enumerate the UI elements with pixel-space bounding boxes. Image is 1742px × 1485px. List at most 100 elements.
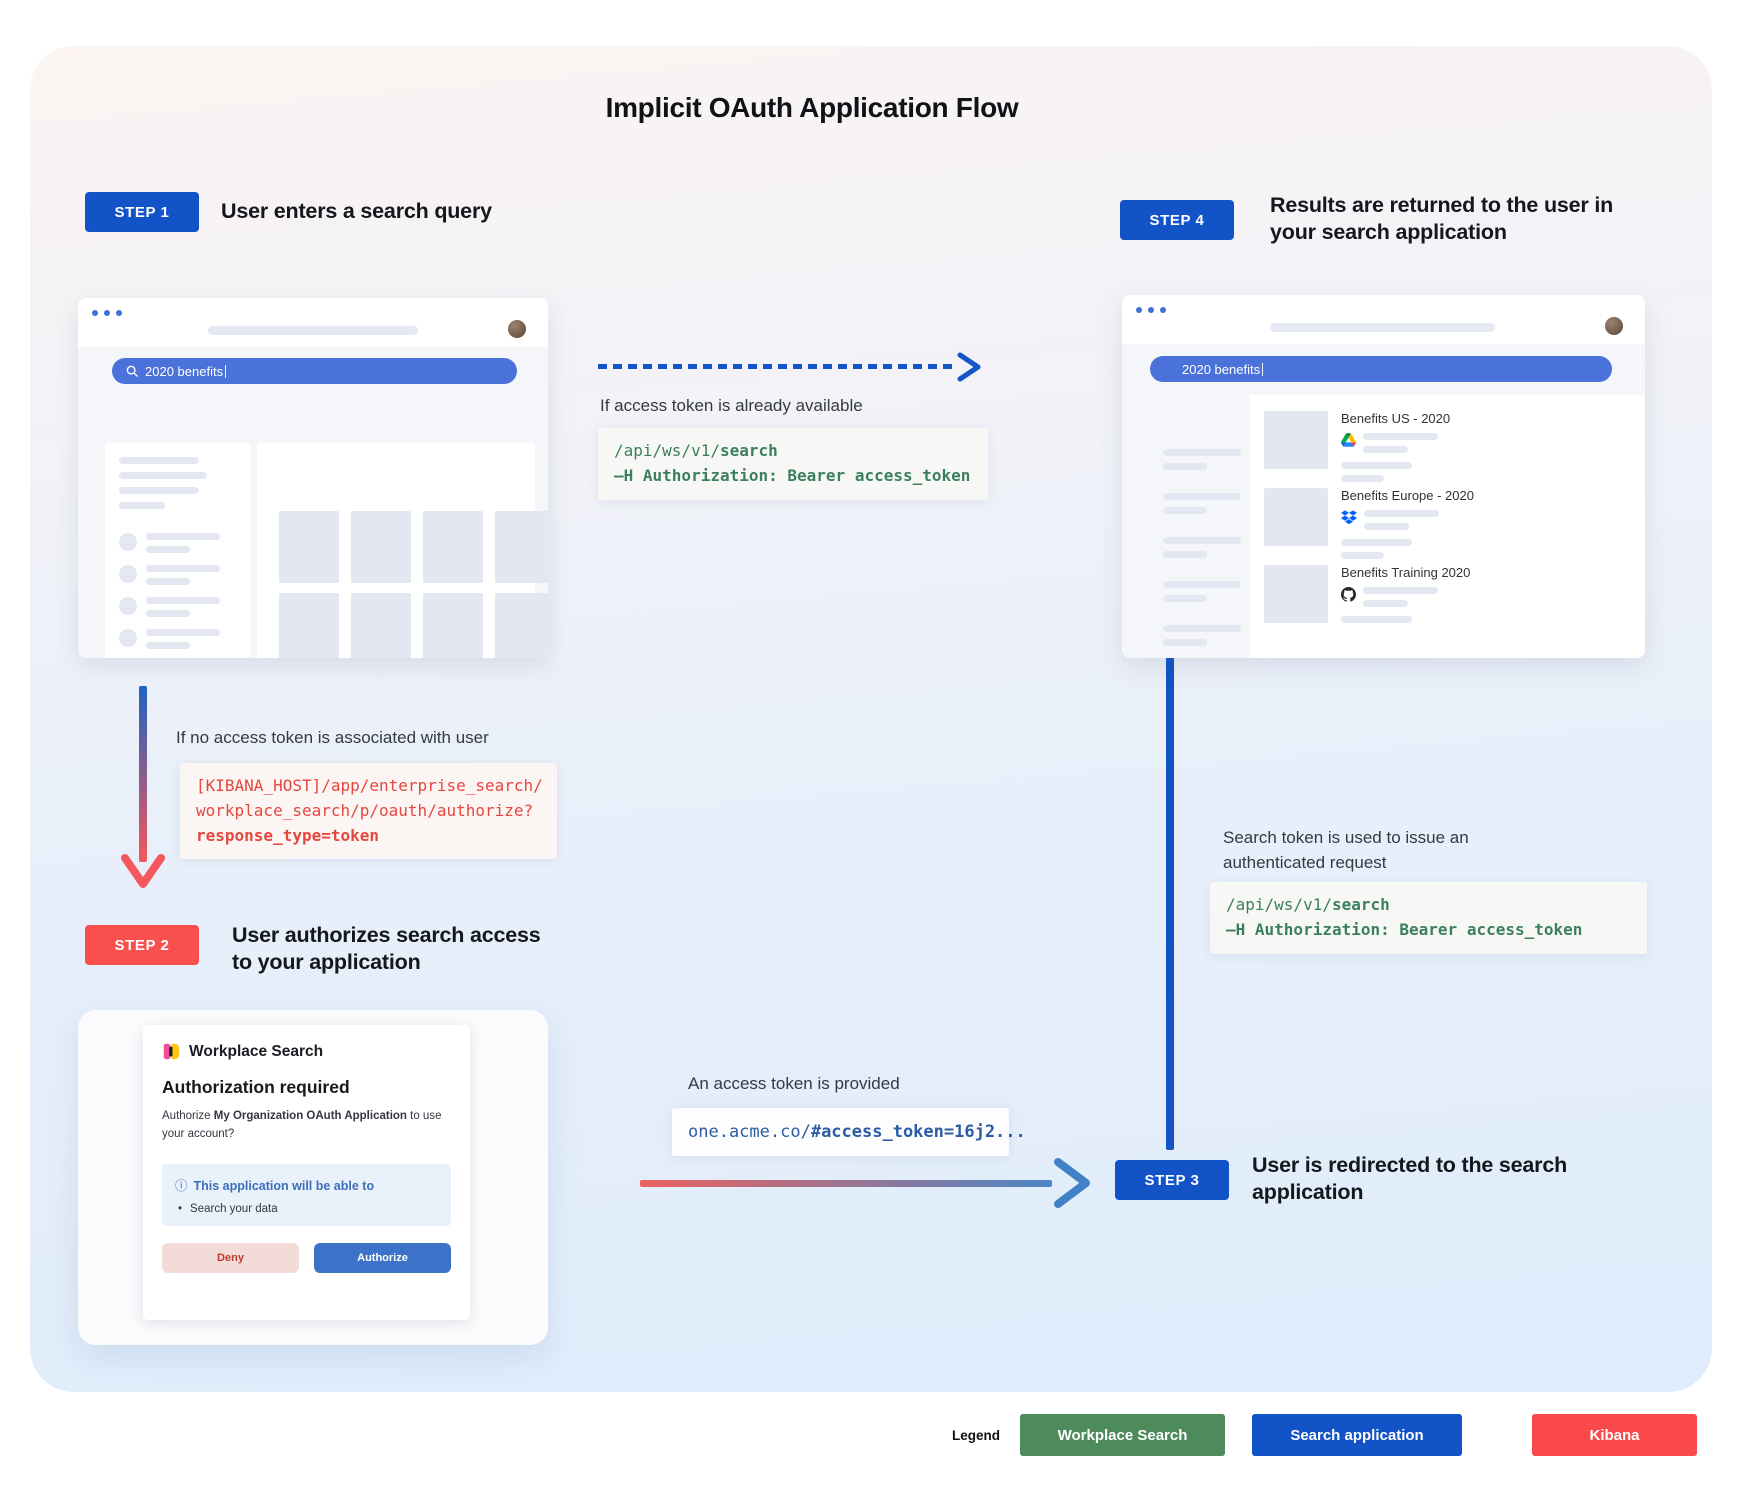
step-1-badge: STEP 1 (85, 192, 199, 232)
arrow-right-head (1054, 1158, 1090, 1208)
bullet-icon: • (178, 1202, 183, 1215)
code-text: /api/ws/v1/ (614, 441, 720, 460)
sidebar-skeleton (1163, 449, 1241, 646)
result-thumbnail (1264, 565, 1328, 623)
step-1-heading: User enters a search query (221, 199, 492, 223)
step-2-heading: User authorizes search access to your ap… (232, 923, 541, 974)
legend-item-kibana: Kibana (1532, 1414, 1697, 1456)
legend-item-workplace-search: Workplace Search (1020, 1414, 1225, 1456)
window-dot-icon (92, 310, 98, 316)
window-dot-icon (116, 310, 122, 316)
placeholder-line (1163, 463, 1207, 470)
oauth-app-name: My Organization OAuth Application (213, 1110, 407, 1122)
step-2-badge: STEP 2 (85, 925, 199, 965)
annotation-authenticated-request: Search token is used to issue an authent… (1223, 828, 1469, 872)
placeholder-tile (495, 593, 548, 658)
code-text-bold: –H Authorization: Bearer access_token (614, 465, 971, 485)
url-bar (1270, 323, 1495, 332)
auth-dialog-body: Authorize My Organization OAuth Applicat… (162, 1107, 451, 1144)
arrow-down-shaft (139, 686, 147, 862)
step-4-badge-label: STEP 4 (1149, 211, 1205, 229)
legend-label: Legend (952, 1428, 1001, 1443)
legend-item-search-application: Search application (1252, 1414, 1462, 1456)
placeholder-line (1341, 616, 1412, 623)
placeholder-line (1163, 537, 1241, 544)
window-dot-icon (1148, 307, 1154, 313)
placeholder-tile (495, 511, 548, 583)
step-3-badge: STEP 3 (1115, 1160, 1229, 1200)
search-query-text: 2020 benefits (1182, 361, 1261, 377)
browser-mockup-search: 2020 benefits (78, 298, 548, 658)
search-input[interactable]: 2020 benefits (112, 358, 517, 384)
placeholder-line (1163, 639, 1207, 646)
step-2-badge-label: STEP 2 (114, 936, 170, 954)
placeholder-line (1341, 475, 1384, 482)
code-redirect-url: one.acme.co/#access_token=16j2... (672, 1108, 1026, 1157)
google-drive-icon (1341, 433, 1356, 447)
workplace-search-brand: Workplace Search (162, 1042, 451, 1061)
avatar (1605, 317, 1623, 335)
result-row[interactable]: Benefits Training 2020 (1264, 565, 1470, 623)
code-text-bold: #access_token=16j2... (810, 1122, 1026, 1142)
placeholder-line (1163, 507, 1207, 514)
search-input[interactable]: 2020 benefits (1150, 356, 1612, 382)
search-query-text: 2020 benefits (145, 363, 224, 379)
code-text-bold: –H Authorization: Bearer access_token (1226, 919, 1583, 939)
skeleton-list-item (119, 597, 236, 617)
result-row[interactable]: Benefits US - 2020 (1264, 411, 1450, 482)
result-row[interactable]: Benefits Europe - 2020 (1264, 488, 1474, 559)
browser-chrome (78, 298, 548, 347)
window-dot-icon (1136, 307, 1142, 313)
result-title: Benefits Europe - 2020 (1341, 488, 1474, 503)
scope-label: Search your data (190, 1202, 278, 1215)
code-kibana-authorize: [KIBANA_HOST]/app/enterprise_search/ wor… (180, 763, 557, 860)
placeholder-line (1163, 551, 1207, 558)
annotation-token-provided: An access token is provided (688, 1074, 900, 1093)
deny-button[interactable]: Deny (162, 1242, 299, 1273)
browser-chrome (1122, 295, 1645, 344)
info-icon: ⓘ (175, 1178, 188, 1193)
code-text-bold: search (719, 441, 778, 460)
placeholder-line (1163, 493, 1241, 500)
placeholder-circle (119, 629, 137, 647)
placeholder-line (119, 457, 199, 464)
github-icon (1341, 587, 1356, 602)
placeholder-line (1341, 462, 1412, 469)
dotted-arrow-head (957, 352, 981, 382)
placeholder-line (119, 472, 207, 479)
placeholder-tile (351, 593, 411, 658)
placeholder-line (1163, 595, 1207, 602)
code-search-api-2: /api/ws/v1/search –H Authorization: Bear… (1210, 882, 1647, 954)
placeholder-tile (423, 593, 483, 658)
arrow-right-shaft (640, 1180, 1052, 1187)
workplace-search-logo-icon (163, 1043, 180, 1060)
placeholder-line (1163, 449, 1241, 456)
step-3-heading: User is redirected to the search applica… (1252, 1153, 1568, 1204)
placeholder-tile (279, 593, 339, 658)
code-text: one.acme.co/ (688, 1122, 811, 1142)
placeholder-line (119, 502, 165, 509)
content-grid-skeleton (257, 443, 548, 658)
code-search-api: /api/ws/v1/search –H Authorization: Bear… (598, 428, 988, 500)
placeholder-tile (423, 511, 483, 583)
auth-dialog: Workplace Search Authorization required … (143, 1025, 470, 1320)
search-icon (126, 365, 138, 377)
placeholder-tile (279, 511, 339, 583)
body-text: to use your account? (162, 1110, 442, 1141)
browser-content: 2020 benefits Be (1122, 344, 1645, 658)
skeleton-list-item (119, 629, 236, 649)
code-text: workplace_search/p/oauth/authorize? (196, 800, 534, 820)
text-cursor (225, 364, 227, 378)
placeholder-circle (119, 533, 137, 551)
body-text: Authorize (162, 1110, 214, 1122)
placeholder-circle (119, 597, 137, 615)
browser-mockup-results: 2020 benefits Be (1122, 295, 1645, 658)
arrow-down-head (121, 854, 165, 888)
placeholder-line (1163, 581, 1241, 588)
auth-dialog-actions: Deny Authorize (162, 1242, 451, 1273)
arrow-up-shaft (1166, 650, 1174, 1150)
authorize-button[interactable]: Authorize (314, 1242, 451, 1273)
placeholder-line (1341, 552, 1384, 559)
skeleton-list-item (119, 565, 236, 585)
